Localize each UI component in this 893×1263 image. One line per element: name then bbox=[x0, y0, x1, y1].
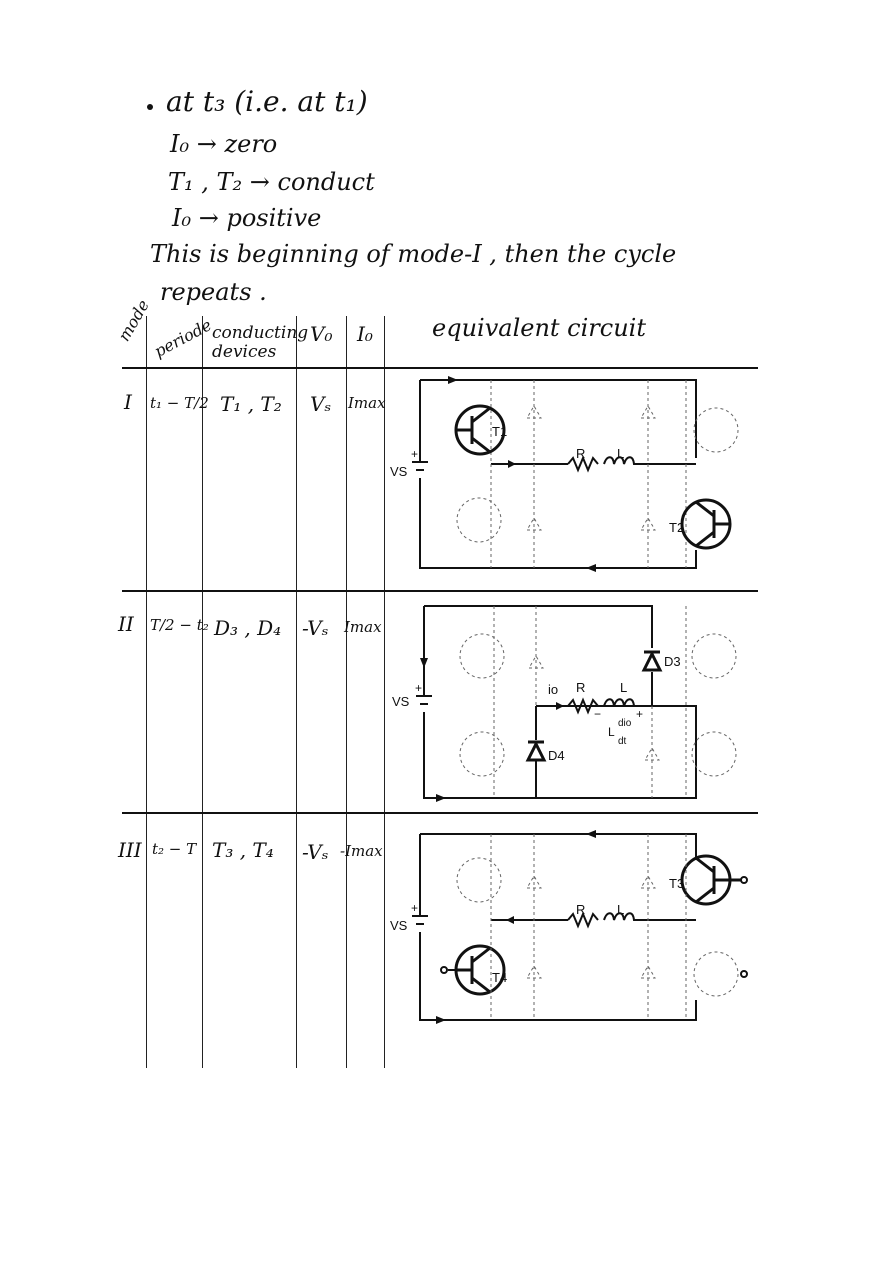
table-row-rule-2 bbox=[122, 812, 758, 814]
circuit-mode-2: VS + D3 D4 io R L − + L dio dt bbox=[392, 605, 737, 802]
ldidt-den-label: dt bbox=[618, 736, 627, 747]
row1-io: Imax bbox=[348, 394, 386, 412]
header-io: I₀ bbox=[357, 322, 373, 346]
row2-io: Imax bbox=[344, 618, 382, 636]
table-col-divider-5 bbox=[384, 316, 385, 1068]
row3-period: t₂ − T bbox=[152, 840, 197, 858]
circuit-mode-3: VS + T3 T4 R L bbox=[390, 830, 748, 1024]
t4-label: T4 bbox=[492, 970, 507, 985]
table-col-divider-2 bbox=[202, 316, 203, 1068]
table-header-rule bbox=[122, 367, 758, 369]
note-line-6: repeats . bbox=[160, 278, 267, 306]
svg-text:+: + bbox=[415, 681, 422, 695]
note-line-4: I₀ → positive bbox=[172, 204, 322, 232]
io-label: io bbox=[548, 682, 558, 697]
note-line-1: at t₃ (i.e. at t₁) bbox=[166, 85, 368, 118]
svg-text:+: + bbox=[411, 447, 418, 461]
r-label-3: R bbox=[576, 902, 585, 917]
row1-mode: I bbox=[124, 390, 132, 414]
header-vo: V₀ bbox=[310, 322, 333, 346]
table-row-rule-1 bbox=[122, 590, 758, 592]
table-col-divider-3 bbox=[296, 316, 297, 1068]
table-col-divider-1 bbox=[146, 316, 147, 1068]
svg-text:+: + bbox=[636, 707, 643, 721]
l-label-1: L bbox=[617, 446, 624, 461]
row3-vo: -Vₛ bbox=[302, 840, 329, 864]
t1-label: T1 bbox=[492, 424, 507, 439]
row3-mode: III bbox=[118, 838, 142, 862]
row3-devices: T₃ , T₄ bbox=[212, 838, 274, 862]
row2-devices: D₃ , D₄ bbox=[214, 616, 282, 640]
vs-label-2: VS bbox=[392, 694, 410, 709]
note-line-5: This is beginning of mode-I , then the c… bbox=[150, 240, 677, 268]
row1-devices: T₁ , T₂ bbox=[220, 392, 282, 416]
note-line-2: I₀ → zero bbox=[170, 130, 278, 158]
row2-vo: -Vₛ bbox=[302, 616, 329, 640]
vs-label-1: VS bbox=[390, 464, 408, 479]
header-devices: conducting devices bbox=[212, 323, 309, 362]
l-label-2: L bbox=[620, 680, 627, 695]
svg-text:+: + bbox=[411, 901, 418, 915]
row3-io: -Imax bbox=[340, 842, 383, 860]
t3-label: T3 bbox=[669, 876, 684, 891]
t2-label: T2 bbox=[669, 520, 684, 535]
svg-text:−: − bbox=[594, 707, 601, 721]
header-circuit: equivalent circuit bbox=[432, 314, 646, 342]
header-period: periode bbox=[151, 315, 215, 362]
l-label-3: L bbox=[617, 902, 624, 917]
bullet-point bbox=[147, 104, 153, 110]
vs-label-3: VS bbox=[390, 918, 408, 933]
circuit-mode-1: VS + T1 T2 R L bbox=[390, 376, 739, 572]
row1-vo: Vₛ bbox=[310, 392, 332, 416]
row1-period: t₁ − T/2 bbox=[150, 394, 209, 412]
d3-label: D3 bbox=[664, 654, 681, 669]
ldidt-l-label: L bbox=[608, 725, 615, 739]
d4-label: D4 bbox=[548, 748, 565, 763]
row2-period: T/2 − t₂ bbox=[150, 616, 209, 634]
table-col-divider-4 bbox=[346, 316, 347, 1068]
r-label-2: R bbox=[576, 680, 585, 695]
row2-mode: II bbox=[118, 612, 134, 636]
ldidt-num-label: dio bbox=[618, 718, 632, 729]
r-label-1: R bbox=[576, 446, 585, 461]
note-line-3: T₁ , T₂ → conduct bbox=[168, 168, 375, 196]
